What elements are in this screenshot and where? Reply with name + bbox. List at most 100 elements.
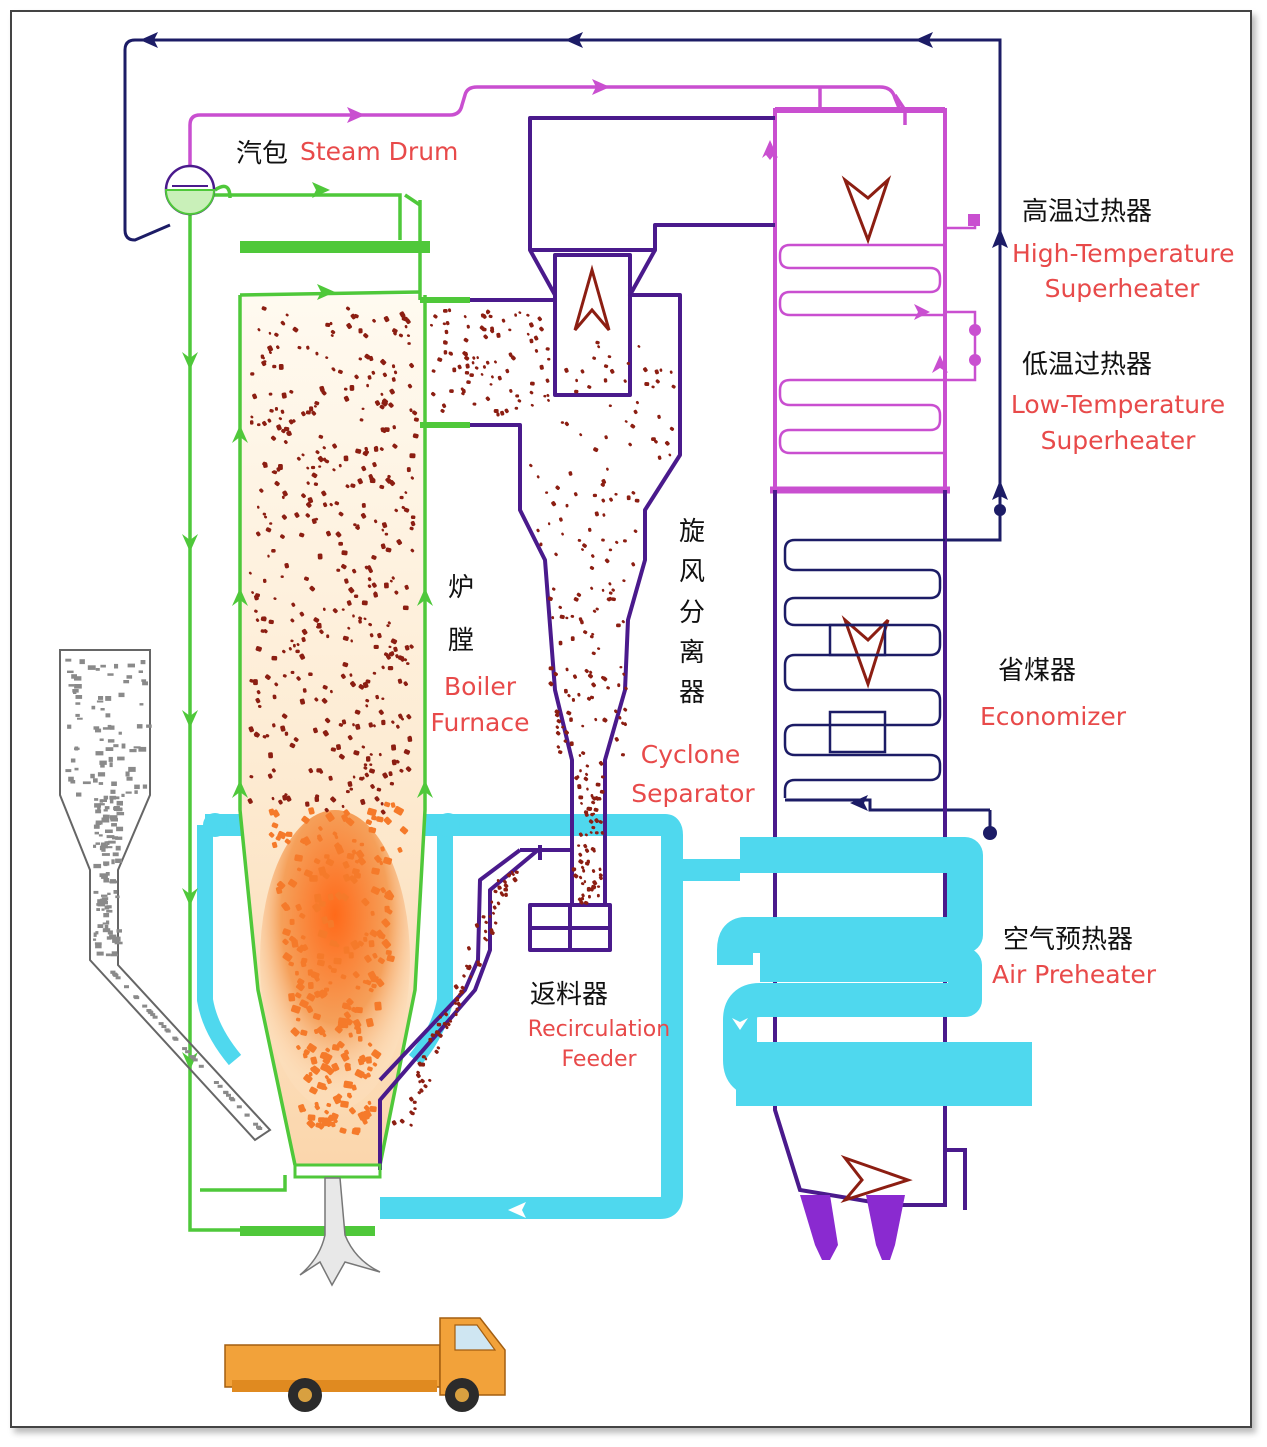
- coal-particle: [104, 905, 110, 910]
- particle: [471, 361, 475, 365]
- coal-particle: [112, 836, 118, 840]
- particle: [455, 996, 460, 1002]
- particle: [357, 856, 366, 866]
- particle: [671, 384, 676, 389]
- particle: [267, 418, 272, 423]
- economizer-coil: [783, 538, 945, 798]
- particle: [654, 369, 659, 375]
- particle: [391, 377, 396, 382]
- particle: [390, 802, 396, 808]
- particle: [391, 576, 395, 580]
- particle: [324, 1075, 329, 1080]
- particle: [630, 423, 636, 429]
- particle: [384, 905, 390, 913]
- particle: [561, 532, 564, 536]
- particle: [593, 807, 599, 812]
- particle: [299, 999, 309, 1009]
- coal-particle: [70, 780, 76, 784]
- particle: [342, 635, 349, 641]
- particle: [388, 645, 392, 649]
- particle: [564, 730, 569, 735]
- particle: [340, 1100, 349, 1108]
- air-header: [436, 813, 460, 837]
- particle: [483, 936, 487, 941]
- coal-particle: [74, 684, 82, 689]
- particle: [592, 493, 597, 498]
- particle: [280, 534, 285, 539]
- particle: [633, 409, 638, 415]
- particle: [269, 408, 274, 413]
- particle: [554, 552, 558, 557]
- particle: [583, 630, 588, 635]
- coal-particle: [102, 814, 108, 819]
- coal-particle: [134, 790, 138, 794]
- particle: [543, 394, 547, 398]
- particle: [289, 935, 297, 943]
- particle: [324, 807, 329, 813]
- particle: [341, 719, 347, 725]
- particle: [349, 875, 355, 881]
- particle: [608, 548, 613, 552]
- particle: [586, 696, 592, 701]
- particle: [581, 893, 585, 898]
- particle: [397, 678, 403, 684]
- cyclone-particles: [391, 340, 676, 1127]
- particle: [586, 859, 590, 864]
- particle: [373, 446, 379, 452]
- particle: [560, 421, 565, 424]
- particle: [404, 324, 408, 329]
- coal-particle: [107, 739, 115, 743]
- particle: [342, 861, 350, 869]
- particle: [311, 410, 317, 416]
- particle: [302, 836, 311, 846]
- particle: [496, 901, 501, 906]
- cyclone-label-1: Cyclone: [640, 740, 741, 769]
- particle: [383, 582, 389, 589]
- coal-particle: [101, 894, 108, 897]
- particle: [573, 597, 579, 602]
- particle: [329, 689, 333, 694]
- particle: [352, 568, 357, 574]
- particle: [404, 491, 408, 494]
- particle: [484, 920, 488, 924]
- particle: [410, 515, 416, 520]
- particle: [315, 351, 319, 356]
- particle: [372, 318, 376, 323]
- particle: [299, 532, 305, 538]
- coal-particle: [146, 724, 152, 728]
- particle: [322, 446, 326, 450]
- coal-particle: [96, 951, 104, 956]
- feedwater-inlet: [983, 826, 997, 840]
- coal-particle: [94, 798, 99, 801]
- particle: [554, 709, 560, 715]
- particle: [325, 1047, 331, 1053]
- coal-particle: [107, 892, 111, 895]
- particle: [248, 571, 252, 575]
- particle: [564, 421, 569, 427]
- particle: [581, 865, 585, 870]
- particle: [555, 731, 561, 736]
- particle: [389, 579, 393, 583]
- particle: [464, 355, 470, 361]
- coal-particle: [105, 872, 110, 876]
- particle: [577, 784, 582, 790]
- coal-particle: [110, 789, 116, 794]
- particle: [297, 978, 305, 986]
- coal-particle: [223, 1091, 229, 1095]
- particle: [301, 493, 306, 499]
- particle: [338, 541, 343, 546]
- particle: [330, 796, 337, 803]
- particle: [283, 426, 290, 432]
- particle: [503, 883, 509, 889]
- particle: [349, 385, 355, 391]
- particle: [373, 644, 379, 649]
- particle: [265, 527, 272, 533]
- water-return-line: [123, 38, 1002, 835]
- particle: [598, 796, 602, 801]
- particle: [349, 787, 354, 791]
- particle: [297, 867, 302, 872]
- particle: [383, 427, 390, 432]
- particle: [504, 408, 509, 414]
- particle: [578, 617, 583, 622]
- particle: [403, 749, 411, 755]
